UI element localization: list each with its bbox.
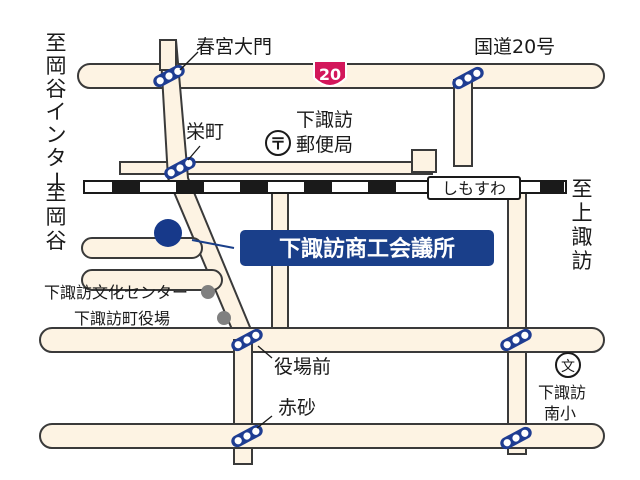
- road-akasuna: [39, 423, 605, 449]
- svg-text:至: 至: [572, 177, 593, 201]
- svg-text:至: 至: [46, 31, 67, 55]
- traffic-signal-icon: [164, 156, 196, 180]
- label-post-office-2: 郵便局: [296, 134, 353, 156]
- svg-text:タ: タ: [46, 146, 67, 170]
- traffic-signal-icon: [452, 66, 484, 90]
- label-town-office: 下諏訪町役場: [74, 309, 170, 328]
- label-post-office-1: 下諏訪: [296, 109, 353, 131]
- label-yakubamae: 役場前: [274, 356, 331, 378]
- label-school-2: 南小: [544, 404, 576, 423]
- svg-text:イ: イ: [46, 100, 67, 124]
- road-west-upper: [81, 237, 203, 259]
- svg-text:岡: 岡: [46, 54, 67, 78]
- road-north-extension: [159, 39, 177, 71]
- chamber-label: 下諏訪商工会議所: [279, 236, 455, 262]
- route-20-number: 20: [319, 65, 341, 84]
- label-kasugamiyaomon: 春宮大門: [196, 36, 272, 58]
- traffic-signal-icon: [500, 426, 532, 450]
- station-box: [427, 176, 521, 200]
- svg-text:至: 至: [46, 181, 67, 205]
- culture-center-marker: [201, 285, 215, 299]
- traffic-signal-icon: [500, 328, 532, 352]
- chamber-label-box: [240, 230, 494, 266]
- svg-text:谷: 谷: [46, 229, 67, 253]
- road-east-street: [411, 149, 437, 173]
- svg-text:上: 上: [572, 201, 593, 225]
- traffic-signal-icon: [153, 64, 185, 88]
- road-east-vertical: [507, 181, 527, 455]
- svg-text:ン: ン: [46, 123, 67, 147]
- route-20-shield: 20: [313, 60, 347, 87]
- svg-text:文: 文: [561, 359, 575, 375]
- label-culture-center: 下諏訪文化センター: [44, 283, 188, 302]
- svg-text:訪: 訪: [572, 249, 593, 273]
- road-north-east-vertical: [453, 79, 473, 167]
- station-label: しもすわ: [442, 179, 506, 198]
- label-kokudo20: 国道20号: [474, 36, 555, 58]
- post-office-icon: 〒: [265, 130, 291, 156]
- svg-text:ー: ー: [44, 171, 68, 192]
- label-to-okaya: 至 岡 谷: [46, 181, 67, 253]
- chamber-location-marker: [154, 219, 182, 247]
- label-school-1: 下諏訪: [538, 383, 586, 402]
- label-to-okaya-ic: 至 岡 谷 イ ン タ ー: [44, 31, 68, 192]
- svg-text:岡: 岡: [46, 205, 67, 229]
- label-to-kamisuwa: 至 上 諏 訪: [572, 177, 593, 273]
- svg-text:諏: 諏: [572, 225, 593, 249]
- road-yakubamae: [39, 327, 605, 353]
- svg-text:〒: 〒: [270, 134, 286, 153]
- traffic-signal-icon: [231, 424, 263, 448]
- railway: しもすわ: [83, 176, 567, 200]
- label-akasuna: 赤砂: [278, 397, 316, 419]
- town-office-marker: [217, 311, 231, 325]
- label-sakaemachi: 栄町: [186, 121, 224, 143]
- road-west-lower: [81, 269, 223, 291]
- school-icon: 文: [555, 352, 581, 378]
- svg-text:谷: 谷: [46, 77, 67, 101]
- road-network: [39, 39, 605, 465]
- traffic-signal-icon: [231, 328, 263, 352]
